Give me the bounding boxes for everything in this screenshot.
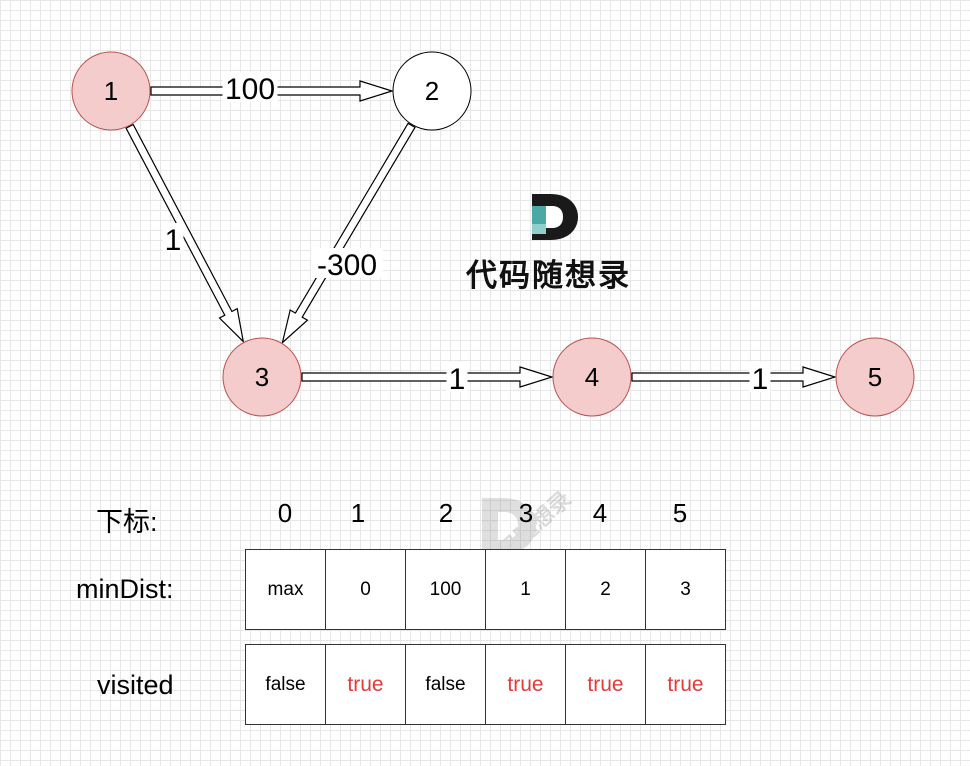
- index-label: 下标:: [96, 507, 158, 537]
- index-5: 5: [672, 498, 688, 528]
- node-label-3: 3: [255, 362, 269, 392]
- node-circle-2: [392, 51, 472, 131]
- node-label-1: 1: [104, 76, 118, 106]
- edge-weight-2-3: -300: [317, 249, 377, 282]
- edge-label-bg-2-3: [311, 248, 383, 278]
- edge-arrow-4-5: [631, 366, 838, 388]
- visited-cell-3: true: [486, 645, 566, 724]
- node-label-2: 2: [425, 76, 439, 106]
- mindist-cell-5: 3: [646, 550, 726, 629]
- node-label-4: 4: [585, 362, 599, 392]
- node-3: 3: [222, 337, 302, 417]
- index-1: 1: [350, 498, 366, 528]
- visited-label: visited: [97, 670, 174, 700]
- mindist-cell-1: 0: [326, 550, 406, 629]
- mindist-label: minDist:: [76, 574, 174, 604]
- logo-text: 代码随想录: [466, 258, 631, 294]
- edge-1-2: 100: [150, 72, 395, 106]
- edge-arrow-1-3: [125, 123, 245, 344]
- node-1: 1: [71, 51, 151, 131]
- node-circle-4: [552, 337, 632, 417]
- index-0: 0: [277, 498, 293, 528]
- edge-label-bg-3-4: [446, 362, 468, 392]
- mindist-cell-2: 100: [406, 550, 486, 629]
- edge-1-3: 1: [125, 123, 245, 344]
- visited-cell-4: true: [566, 645, 646, 724]
- visited-cell-1: true: [326, 645, 406, 724]
- edges-layer: 100 1 -300 1 1: [125, 72, 838, 396]
- edge-4-5: 1: [631, 362, 838, 396]
- node-5: 5: [835, 337, 915, 417]
- index-4: 4: [592, 498, 608, 528]
- edge-weight-1-3: 1: [165, 224, 182, 257]
- mindist-cell-0: max: [246, 550, 326, 629]
- edge-label-bg-1-2: [222, 72, 278, 102]
- visited-cell-2: false: [406, 645, 486, 724]
- edge-arrow-2-3: [281, 122, 416, 345]
- node-circle-1: [71, 51, 151, 131]
- visited-cell-5: true: [646, 645, 726, 724]
- logo-d-icon: [532, 194, 578, 240]
- node-2: 2: [392, 51, 472, 131]
- logo: 代码随想录: [466, 192, 666, 294]
- edge-2-3: -300: [281, 122, 416, 345]
- node-4: 4: [552, 337, 632, 417]
- mindist-cell-3: 1: [486, 550, 566, 629]
- node-circle-5: [835, 337, 915, 417]
- node-label-5: 5: [868, 362, 882, 392]
- mindist-cell-4: 2: [566, 550, 646, 629]
- edge-weight-4-5: 1: [752, 363, 769, 396]
- edge-weight-1-2: 100: [225, 73, 275, 106]
- index-3: 3: [518, 498, 534, 528]
- nodes-layer: 1 2 3 4 5: [71, 51, 915, 417]
- visited-cell-0: false: [246, 645, 326, 724]
- edge-label-bg-4-5: [749, 362, 771, 392]
- index-2: 2: [438, 498, 454, 528]
- edge-label-bg-1-3: [162, 223, 184, 253]
- edge-weight-3-4: 1: [449, 363, 466, 396]
- node-circle-3: [222, 337, 302, 417]
- edge-3-4: 1: [301, 362, 555, 396]
- edge-arrow-3-4: [301, 366, 555, 388]
